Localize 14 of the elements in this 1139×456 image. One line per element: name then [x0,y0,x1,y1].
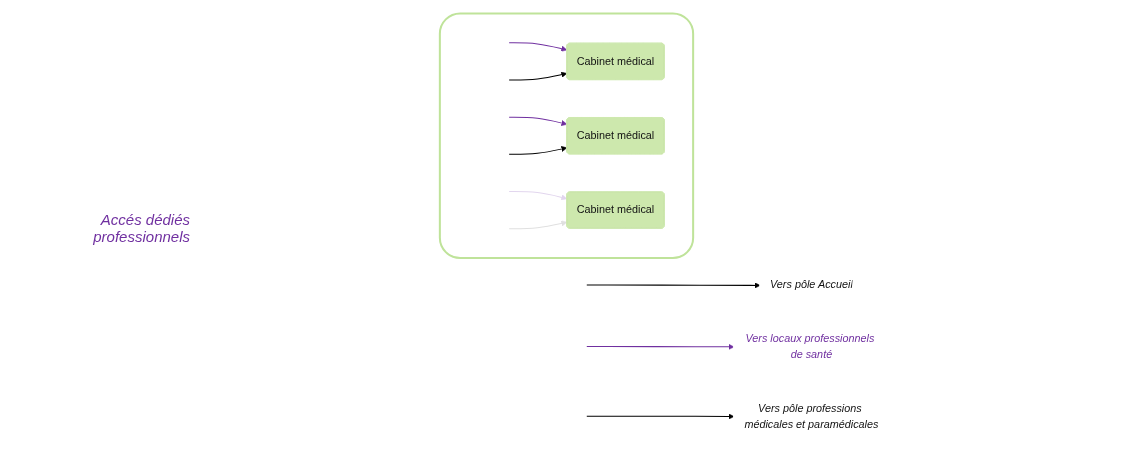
arrow [508,191,568,201]
arrow [508,42,568,52]
arrow [586,343,735,350]
arrow [586,282,761,289]
arrow [508,146,568,155]
node-text: Vers locaux professionnels de santé [745,332,875,361]
arrow [508,71,568,81]
arrow [508,116,568,126]
arrow [508,220,568,230]
node-text: Vers pôle Accueil [770,279,853,291]
node-text: Vers pôle professions médicales et paramédicales [744,402,879,430]
arrow [586,413,735,420]
cluster [438,12,695,260]
note-text: Accés dédiés professionnels [92,211,190,245]
